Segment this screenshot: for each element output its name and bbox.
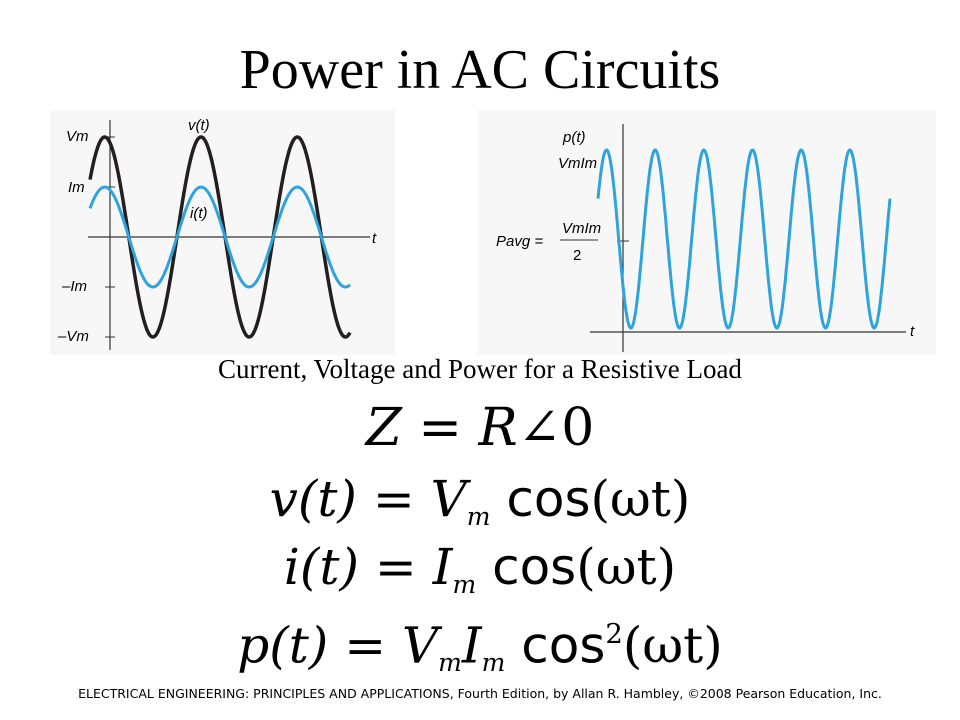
eq4-amp1: V — [402, 616, 439, 675]
current-curve — [88, 185, 352, 289]
label-t-right: t — [910, 323, 915, 340]
eq4-exp: 2 — [605, 618, 623, 650]
label-v-curve: v(t) — [188, 117, 210, 134]
eq2-arg: (ωt) — [590, 470, 691, 528]
label-p: p(t) — [562, 129, 586, 146]
eq4-sub2: m — [481, 648, 506, 677]
label-neg-vm: –Vm — [57, 328, 89, 345]
eq4-equals: = — [344, 616, 403, 675]
eq1-r: R — [478, 398, 518, 458]
eq1-equals: = — [418, 398, 479, 458]
label-pavg: Pavg = — [496, 233, 543, 250]
eq4-arg: (ωt) — [622, 616, 723, 675]
label-pavg-denominator: 2 — [573, 247, 581, 264]
eq1-angle: ∠0 — [517, 398, 595, 458]
eq3-amp: I — [432, 538, 453, 596]
power-plot: p(t) VmIm Pavg = VmIm 2 t — [496, 124, 915, 352]
eq2-fn: cos — [506, 470, 591, 528]
eq2-sub: m — [466, 501, 491, 531]
eq4-amp2: I — [461, 616, 482, 675]
eq2-lhs: v(t) — [269, 470, 357, 528]
power-chart: p(t) VmIm Pavg = VmIm 2 t — [478, 110, 936, 355]
label-vm: Vm — [66, 128, 89, 145]
label-t-left: t — [372, 230, 377, 247]
eq3-fn: cos — [492, 538, 577, 596]
eq4-fn: cos — [521, 616, 606, 675]
voltage-current-chart: Vm Im –Im –Vm v(t) i(t) t — [50, 110, 395, 355]
voltage-current-plot: Vm Im –Im –Vm v(t) i(t) t — [57, 117, 377, 350]
slide-title: Power in AC Circuits — [239, 39, 721, 101]
eq1-lhs: Z — [365, 398, 402, 458]
label-vmim: VmIm — [558, 155, 597, 172]
impedance-equation: Z = R∠0 — [0, 398, 960, 458]
eq4-sub1: m — [438, 648, 462, 677]
eq2-equals: = — [372, 470, 431, 528]
voltage-equation: v(t) = Vm cos(ωt) — [0, 470, 960, 546]
label-neg-im: –Im — [61, 278, 87, 295]
figure-caption: Current, Voltage and Power for a Resisti… — [218, 354, 742, 384]
eq2-amp: V — [430, 470, 467, 528]
power-curve — [596, 148, 892, 330]
eq4-lhs: p(t) — [237, 616, 329, 675]
power-equation: p(t) = VmIm cos2(ωt) — [0, 604, 960, 693]
eq3-equals: = — [374, 538, 433, 596]
label-i-curve: i(t) — [190, 205, 208, 222]
label-pavg-numerator: VmIm — [562, 220, 601, 237]
label-im: Im — [68, 179, 85, 196]
eq3-sub: m — [452, 569, 477, 599]
voltage-curve — [88, 135, 352, 339]
current-equation: i(t) = Im cos(ωt) — [0, 538, 960, 614]
copyright-footer: ELECTRICAL ENGINEERING: PRINCIPLES AND A… — [78, 686, 882, 701]
eq3-lhs: i(t) — [283, 538, 359, 596]
eq3-arg: (ωt) — [576, 538, 677, 596]
